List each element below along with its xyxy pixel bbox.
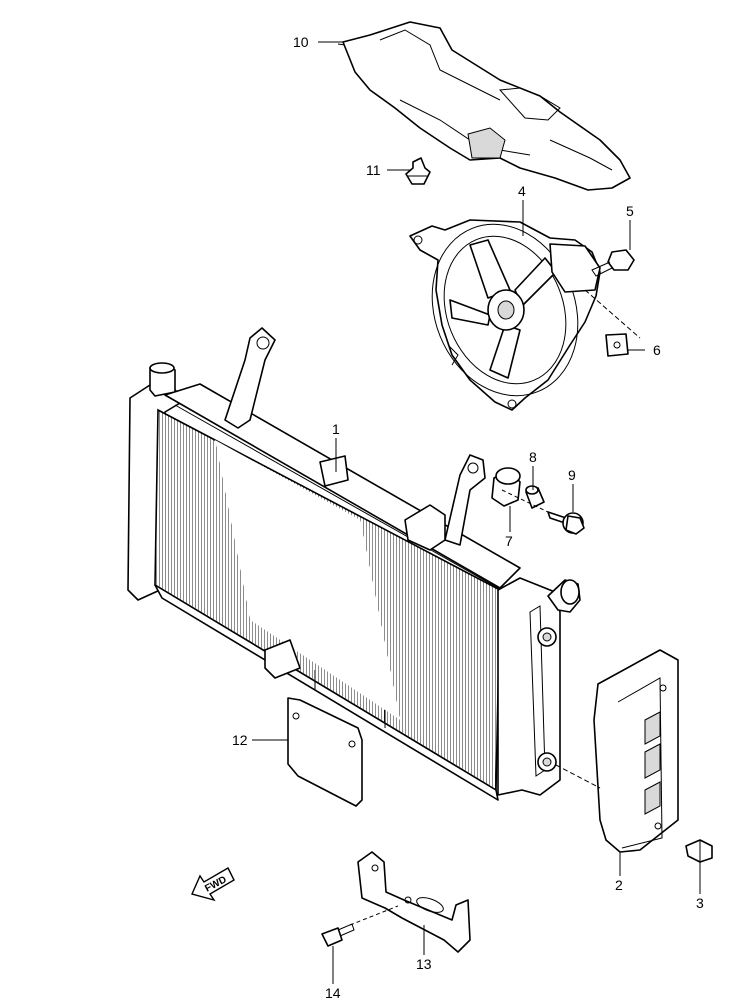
bracket-bolt — [321, 923, 355, 947]
callout-12: 12 — [232, 732, 248, 748]
callout-13: 13 — [416, 956, 432, 972]
callout-1: 1 — [332, 421, 340, 437]
radiator-side-guard — [593, 649, 679, 853]
callout-3: 3 — [696, 895, 704, 911]
radiator-shield-plate — [287, 697, 363, 807]
spacer-collar — [525, 485, 545, 509]
callout-6: 6 — [653, 342, 661, 358]
clip-nut — [605, 333, 629, 357]
radiator-bolt — [547, 511, 585, 535]
fan-mounting-bolt — [591, 249, 635, 277]
callout-4: 4 — [518, 183, 526, 199]
rubber-grommet — [491, 467, 521, 507]
callout-5: 5 — [626, 203, 634, 219]
forward-direction-arrow-icon: FWD — [191, 867, 235, 902]
callout-14: 14 — [325, 985, 341, 1001]
side-guard-screw — [685, 839, 713, 863]
callout-2: 2 — [615, 877, 623, 893]
radiator-core — [127, 327, 581, 801]
callout-7: 7 — [505, 533, 513, 549]
callout-9: 9 — [568, 467, 576, 483]
cooling-fan-assembly — [409, 219, 601, 411]
callout-labels: 10 11 4 5 6 1 8 9 7 12 2 3 13 14 — [232, 34, 704, 1001]
push-rivet-clip — [405, 157, 431, 185]
callout-8: 8 — [529, 449, 537, 465]
callout-leaders — [252, 41, 701, 984]
callout-10: 10 — [293, 34, 309, 50]
fan-shroud-cover — [337, 21, 631, 191]
callout-11: 11 — [366, 162, 381, 178]
lower-mounting-bracket — [357, 851, 471, 953]
fwd-badge-text: FWD — [203, 874, 228, 894]
